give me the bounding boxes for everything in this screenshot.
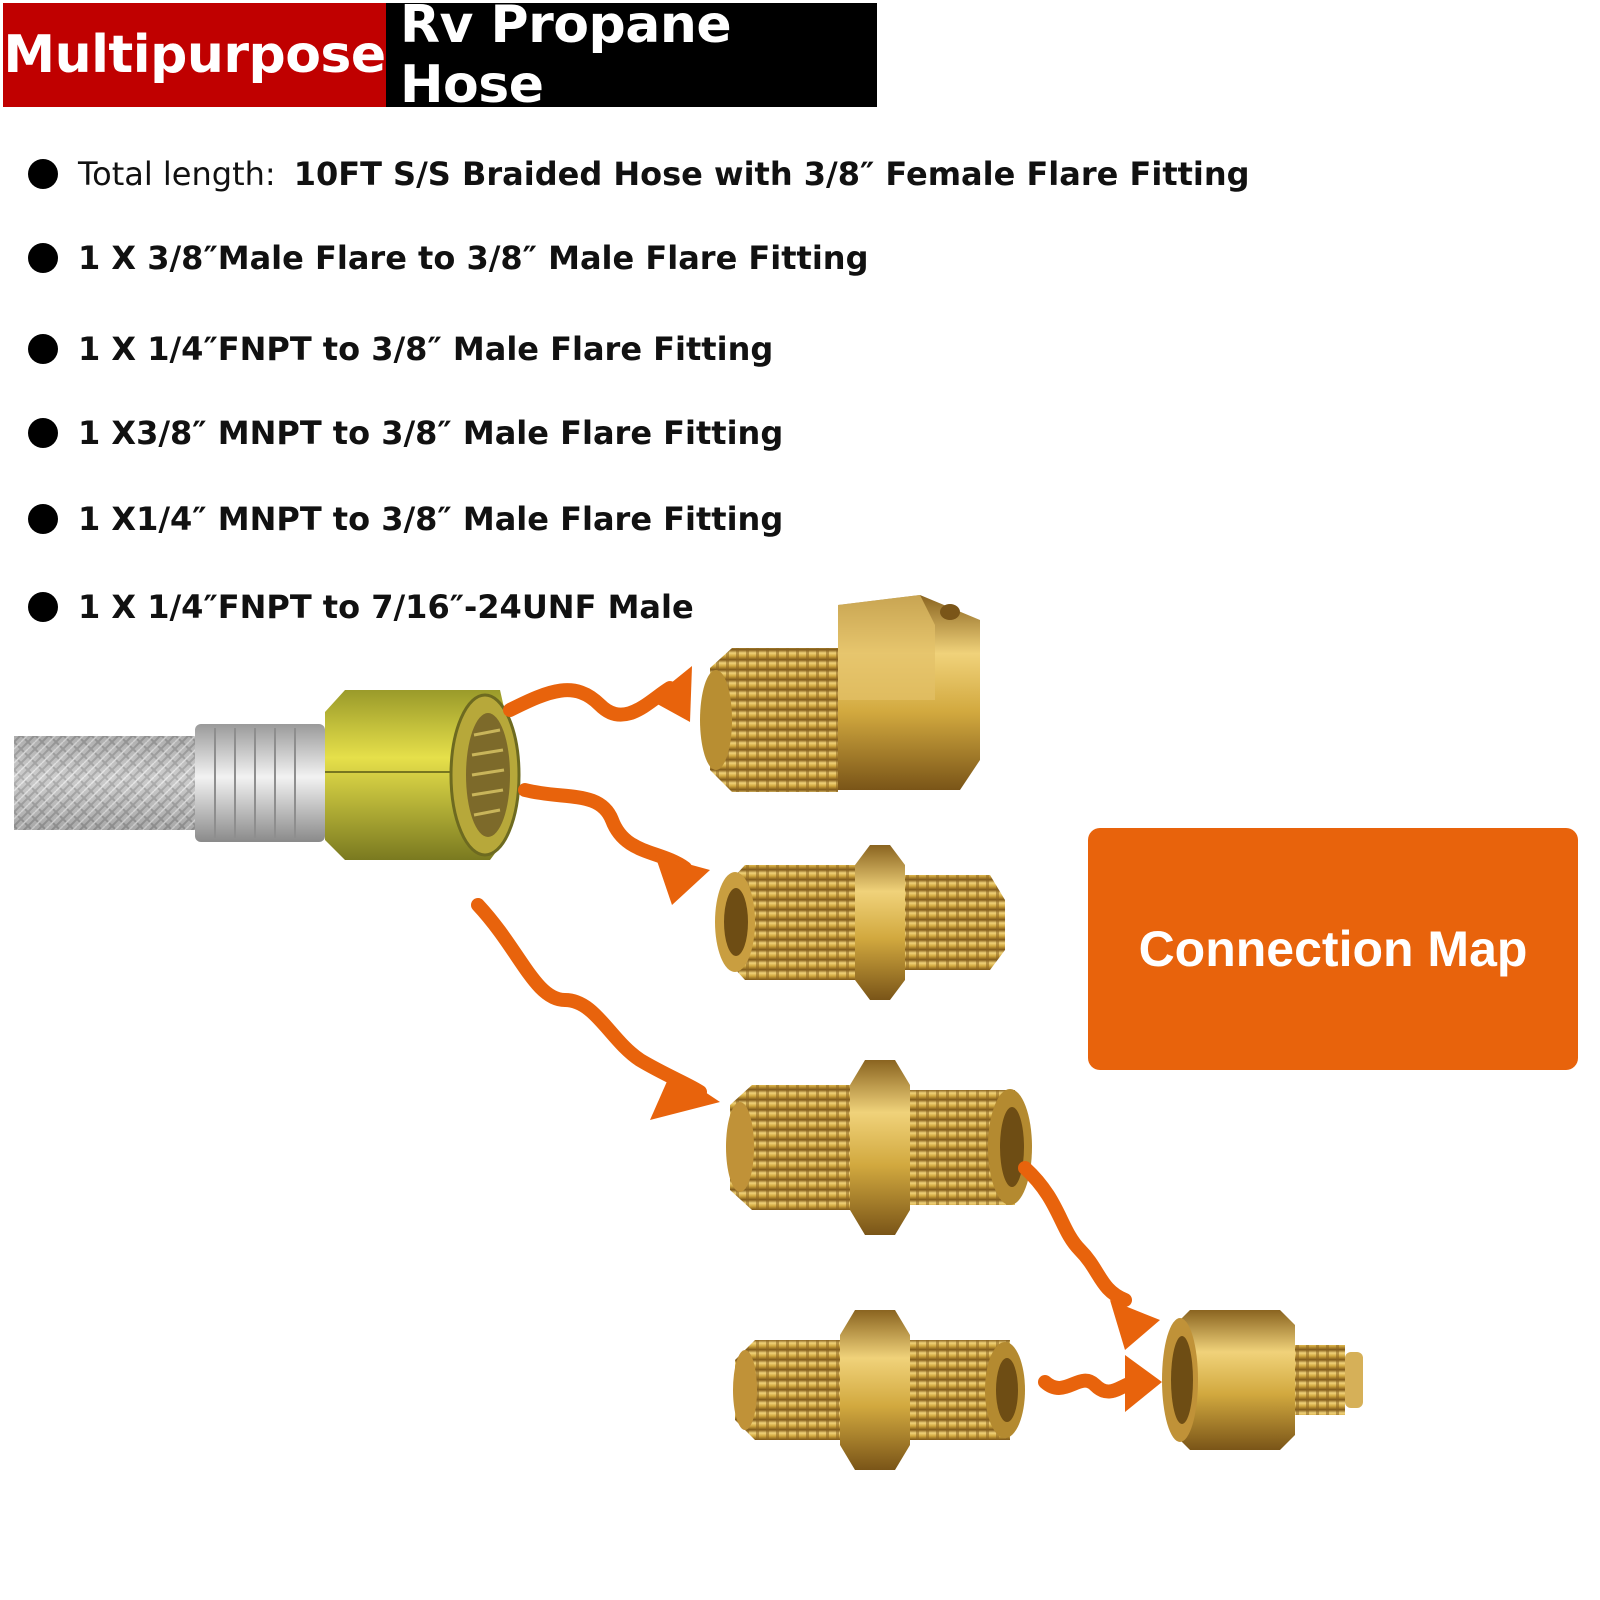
bullet-dot-icon [28,418,58,448]
bullet-dot-icon [28,592,58,622]
connection-map-callout: Connection Map [1088,828,1578,1070]
mnpt-3-8-fitting [726,1060,1032,1235]
bullet-dot-icon [28,159,58,189]
title-banner: Multipurpose Rv Propane Hose [3,0,877,115]
bullet-dot-icon [28,243,58,273]
bullet-dot-icon [28,504,58,534]
elbow-flare-fitting [700,595,980,792]
bullet-dot-icon [28,334,58,364]
braided-hose [14,724,325,842]
bullet-item: 1 X3/8″ MNPT to 3/8″ Male Flare Fitting [28,414,783,452]
banner-red-segment: Multipurpose [3,3,386,107]
bullet-text: 1 X1/4″ MNPT to 3/8″ Male Flare Fitting [78,500,784,538]
female-flare-nut [325,690,521,860]
bullet-lead: Total length: [78,155,276,193]
banner-black-segment: Rv Propane Hose [386,0,877,115]
bullet-text: 1 X 1/4″FNPT to 3/8″ Male Flare Fitting [78,330,774,368]
bullet-text: 1 X 1/4″FNPT to 7/16″-24UNF Male [78,588,694,626]
mnpt-1-4-fitting [733,1310,1025,1470]
bullet-item: 1 X 1/4″FNPT to 7/16″-24UNF Male [28,588,694,626]
bullet-item: 1 X1/4″ MNPT to 3/8″ Male Flare Fitting [28,500,783,538]
bullet-text: 1 X 3/8″Male Flare to 3/8″ Male Flare Fi… [78,239,869,277]
arrowhead-icons [650,666,1162,1412]
connection-arrows [471,681,1142,1399]
male-flare-union-fitting [715,845,1005,1000]
bullet-item: 1 X 3/8″Male Flare to 3/8″ Male Flare Fi… [28,239,868,277]
bullet-item: 1 X 1/4″FNPT to 3/8″ Male Flare Fitting [28,330,773,368]
bullet-item-total-length: Total length: 10FT S/S Braided Hose with … [28,155,1250,193]
fnpt-7-16-unf-fitting [1162,1310,1363,1450]
bullet-text: 1 X3/8″ MNPT to 3/8″ Male Flare Fitting [78,414,784,452]
bullet-text: 10FT S/S Braided Hose with 3/8″ Female F… [293,155,1250,193]
